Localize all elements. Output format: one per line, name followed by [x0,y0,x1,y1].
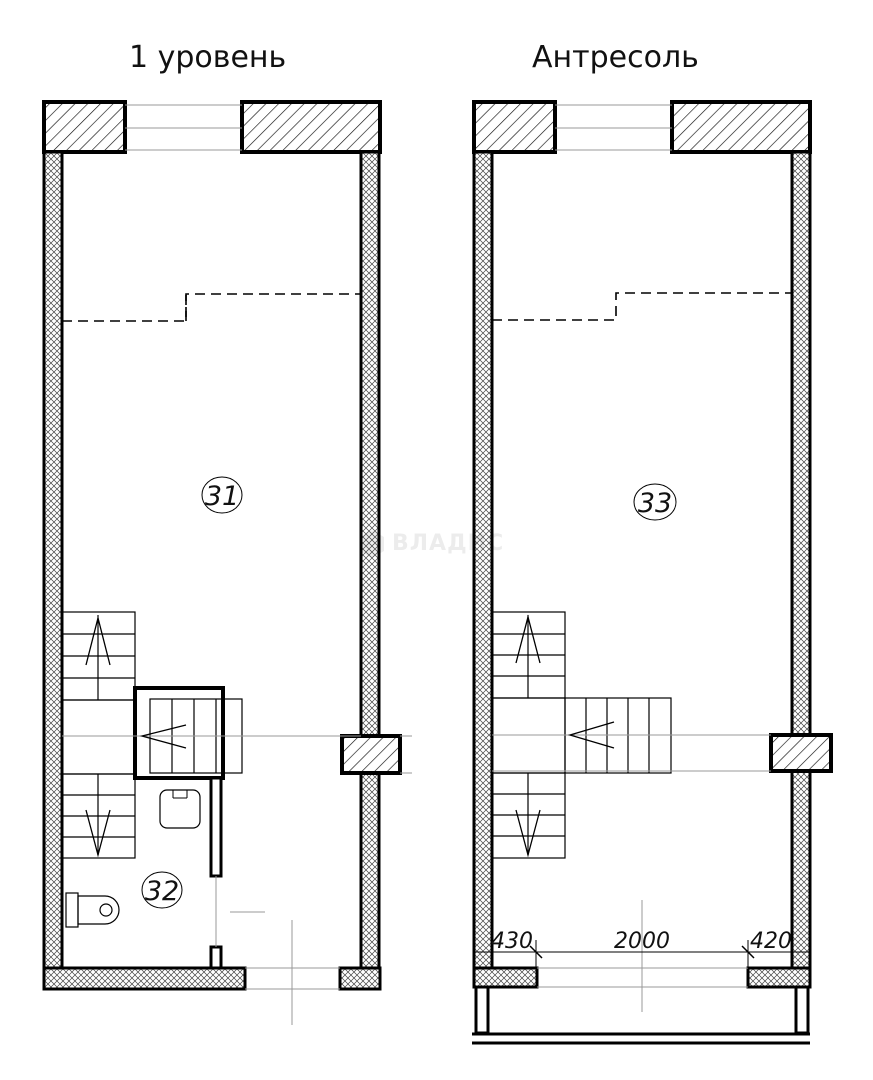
stair-middle-flight [492,697,771,774]
wall-right-lower [790,769,812,970]
wall-bottom-left [42,966,247,991]
mezzanine-outline [62,293,361,322]
wall-block-top-right [670,100,812,154]
bathroom-partition-stub [209,945,223,970]
wall-block-top-right [240,100,382,154]
room-32-label: 32 [141,871,183,909]
watermark-logo-icon [360,530,384,558]
stair-arrow-down-icon [515,809,541,858]
room-33-label: 33 [633,483,677,521]
level1-title: 1 уровень [129,40,287,75]
wall-right-upper [359,150,381,738]
watermark-text: ВЛАДИС [392,531,504,556]
wall-left [42,150,64,970]
stair-arrow-down-icon [85,809,111,858]
stair-middle-flight [62,686,361,780]
dimension-left: 430 [491,929,533,954]
column [769,733,833,773]
stair-upper-flight [61,611,136,701]
stair-landing [61,699,136,775]
wall-bottom-right [746,966,812,989]
wall-block-top-left [42,100,127,154]
wall-block-top-left [472,100,557,154]
watermark: ВЛАДИС [360,530,504,558]
dimension-line: 430 2000 420 [474,929,810,968]
stair-lower-flight [61,773,136,859]
level1-plan: 31 32 [42,100,412,1025]
stair-arrow-up-icon [85,617,111,666]
mezzanine-outline [492,292,792,321]
toilet-icon [65,892,120,928]
wall-right-upper [790,150,812,737]
column [340,734,402,775]
room-33-number: 33 [638,488,672,519]
mezzanine-plan: 430 2000 420 33 [472,100,833,1045]
mezzanine-title: Антресоль [532,40,699,75]
stair-lower-flight [491,772,566,859]
balcony-post-left [474,985,490,1035]
dimension-right: 420 [750,929,792,954]
room-31-label: 31 [201,476,243,514]
wall-right-lower [359,771,381,970]
room-32-number: 32 [145,876,179,907]
wall-left [472,150,494,970]
wall-bottom-right [338,966,382,991]
bathroom-partition [209,776,223,878]
dimension-middle: 2000 [614,929,670,954]
wall-bottom-left [472,966,539,989]
stair-arrow-up-icon [515,614,541,664]
sink-icon [159,789,201,829]
stair-arrow-left-icon [139,724,187,749]
room-31-number: 31 [205,481,239,512]
stair-upper-flight [491,611,566,699]
balcony-post-right [794,985,810,1035]
stair-arrow-left-icon [567,721,615,749]
